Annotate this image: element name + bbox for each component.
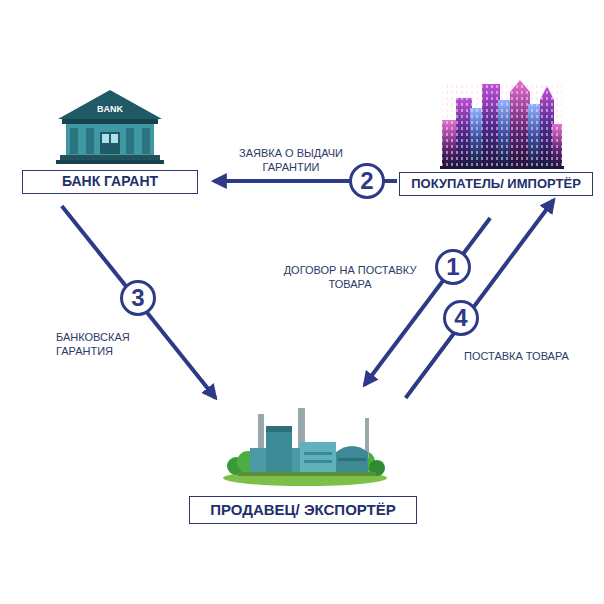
callout-number: 1 [435,249,471,285]
flow-arrow [62,206,216,398]
edge-label: ЗАЯВКА О ВЫДАЧИ ГАРАНТИИ [232,146,350,174]
callout-number: 3 [120,280,156,316]
party-label: ПОКУПАТЕЛЬ/ ИМПОРТЁР [399,172,593,196]
edge-label: БАНКОВСКАЯ ГАРАНТИЯ [56,330,152,358]
party-node: ПРОДАВЕЦ/ ЭКСПОРТЁР [189,400,417,524]
edge-label: ДОГОВОР НА ПОСТАВКУ ТОВАРА [276,263,424,291]
bank-icon [56,90,164,164]
sign-text: BANK [97,104,123,114]
party-node: ПОКУПАТЕЛЬ/ ИМПОРТЁР [399,78,593,196]
flow-arrow [406,200,554,398]
party-label: ПРОДАВЕЦ/ ЭКСПОРТЁР [189,496,417,524]
factory-icon [223,408,387,486]
callout-number: 2 [349,163,385,199]
callout-number: 4 [443,300,479,336]
city-icon [440,80,564,169]
party-label: БАНК ГАРАНТ [22,170,198,194]
edge-label: ПОСТАВКА ТОВАРА [464,349,588,363]
